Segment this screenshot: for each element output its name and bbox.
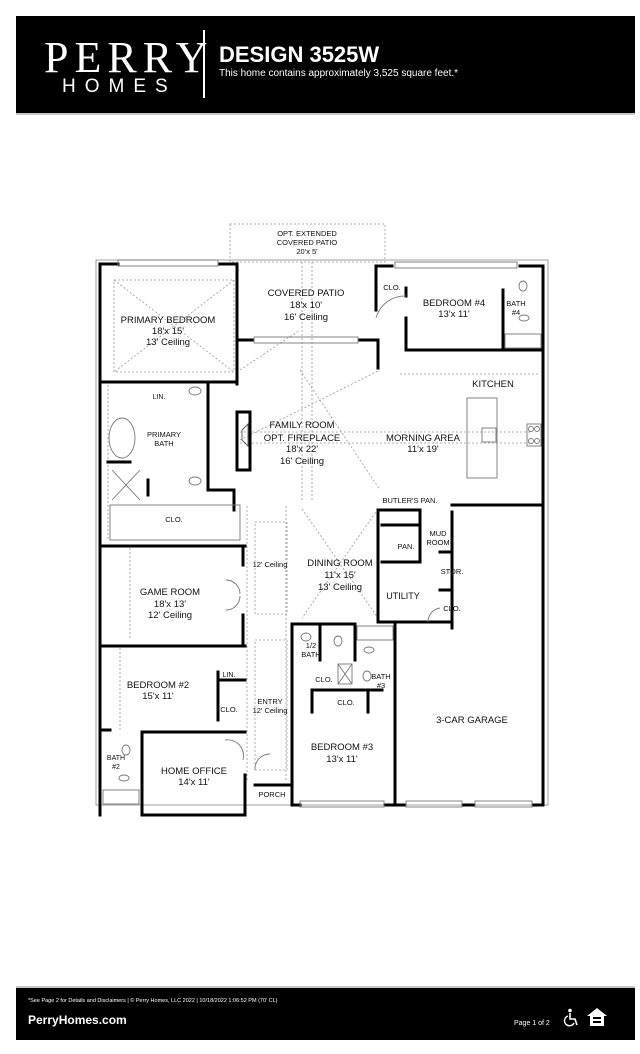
label-bedroom2-dims: 15'x 11'	[142, 691, 174, 702]
label-morning-area-dims: 11'x 19'	[407, 444, 439, 455]
label-dining-room-dims: 11'x 15'	[324, 570, 356, 581]
footer-disclaimer: *See Page 2 for Details and Disclaimers …	[28, 998, 278, 1004]
label-bed2-linen: LIN.	[223, 672, 236, 679]
equal-housing-opportunity-icon	[587, 1008, 607, 1026]
accessibility-icon	[563, 1008, 578, 1027]
label-entry-ceiling: 12' Ceiling	[253, 706, 288, 715]
label-family-room-fireplace: OPT. FIREPLACE	[264, 433, 341, 444]
label-bath2: BATH	[107, 755, 125, 762]
design-title: DESIGN 3525W	[219, 42, 380, 67]
label-bedroom3-dims: 13'x 11'	[326, 754, 358, 765]
label-morning-area: MORNING AREA	[386, 433, 461, 444]
label-bedroom4-closet: CLO.	[383, 283, 401, 292]
label-bath3: BATH	[371, 672, 390, 681]
label-bedroom4-dims: 13'x 11'	[438, 309, 470, 320]
label-kitchen: KITCHEN	[472, 379, 514, 390]
label-primary-bath: PRIMARY	[147, 430, 181, 439]
label-bed3-closet-b: CLO.	[337, 698, 355, 707]
label-dining-room: DINING ROOM	[307, 558, 373, 569]
label-game-room-dims: 18'x 13'	[154, 599, 186, 610]
label-family-room-ceiling: 16' Ceiling	[280, 456, 324, 467]
label-butlers-pantry: BUTLER'S PAN.	[382, 496, 437, 505]
label-bedroom3: BEDROOM #3	[311, 742, 373, 753]
label-half-bath: 1/2	[306, 641, 316, 650]
label-home-office-dims: 14'x 11'	[178, 777, 210, 788]
label-game-room-ceiling: 12' Ceiling	[148, 610, 192, 621]
label-storage: STOR.	[441, 567, 464, 576]
label-half-bath-2: BATH	[301, 650, 320, 659]
label-family-room: FAMILY ROOM	[269, 420, 334, 431]
label-primary-bedroom: PRIMARY BEDROOM	[121, 315, 216, 326]
exterior-outline	[95, 259, 549, 806]
label-mud-room: MUD	[429, 529, 447, 538]
label-garage: 3-CAR GARAGE	[436, 715, 508, 726]
label-utility-closet: CLO.	[443, 604, 461, 613]
label-primary-bath-2: BATH	[154, 439, 173, 448]
label-bed3-closet-a: CLO.	[315, 675, 333, 684]
label-utility: UTILITY	[386, 591, 420, 601]
footer-banner: *See Page 2 for Details and Disclaimers …	[16, 988, 635, 1040]
label-primary-closet: CLO.	[165, 515, 183, 524]
label-mud-room-2: ROOM	[426, 538, 449, 547]
label-ext-patio: OPT. EXTENDED	[277, 229, 337, 238]
label-dining-room-ceiling: 13' Ceiling	[318, 582, 362, 593]
label-bath4: BATH	[506, 299, 525, 308]
label-bed2-closet: CLO.	[220, 705, 238, 714]
square-footage-note: This home contains approximately 3,525 s…	[219, 68, 459, 79]
website-link[interactable]: PerryHomes.com	[28, 1013, 127, 1027]
label-primary-linen: LIN.	[153, 394, 166, 401]
header-divider	[203, 30, 205, 98]
label-covered-patio-dims: 18'x 10'	[290, 300, 322, 311]
walls	[98, 262, 545, 817]
fixtures	[102, 259, 542, 808]
fireplace-icon	[241, 422, 249, 448]
label-game-room: GAME ROOM	[140, 587, 200, 598]
label-home-office: HOME OFFICE	[161, 766, 227, 777]
label-gallery-ceiling: 12' Ceiling	[253, 560, 288, 569]
brand-logo-homes: HOMES	[62, 76, 177, 97]
label-entry: ENTRY	[257, 697, 282, 706]
label-covered-patio: COVERED PATIO	[268, 288, 345, 299]
header-banner: PERRY HOMES DESIGN 3525W This home conta…	[16, 16, 635, 113]
label-bath2-2: #2	[112, 764, 120, 771]
label-bath4-2: #4	[512, 308, 520, 317]
page-indicator: Page 1 of 2	[514, 1020, 550, 1027]
label-ext-patio-2: COVERED PATIO	[277, 238, 338, 247]
label-bedroom2: BEDROOM #2	[127, 680, 189, 691]
brand-logo-perry: PERRY	[44, 33, 214, 82]
label-ext-patio-dims: 20'x 5'	[296, 247, 318, 256]
label-primary-bedroom-dims: 18'x 15'	[152, 326, 184, 337]
label-primary-bedroom-ceiling: 13' Ceiling	[146, 337, 190, 348]
label-porch: PORCH	[258, 790, 285, 799]
label-pantry: PAN.	[398, 542, 415, 551]
dashed-guides	[107, 223, 540, 780]
label-covered-patio-ceiling: 16' Ceiling	[284, 312, 328, 323]
label-bath3-2: #3	[377, 681, 385, 690]
label-bedroom4: BEDROOM #4	[423, 298, 485, 309]
label-family-room-dims: 18'x 22'	[286, 444, 318, 455]
